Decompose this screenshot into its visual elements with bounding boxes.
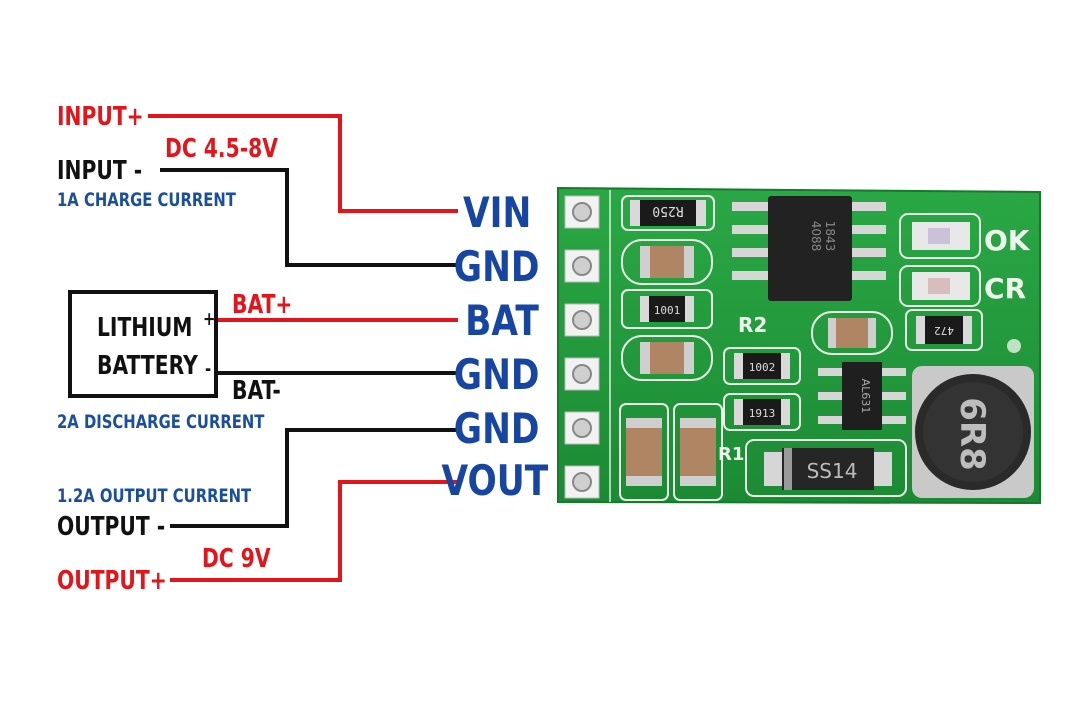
res-1002-marking: 1002 xyxy=(749,361,776,374)
bat-plus-label: BAT+ xyxy=(232,290,293,320)
r1-label: R1 xyxy=(718,444,744,465)
ic-marking: 4088 xyxy=(809,221,823,252)
al631-chip: AL631 xyxy=(818,362,906,430)
ok-label: OK xyxy=(984,224,1031,257)
r250-marking: R250 xyxy=(652,203,683,218)
output-minus-label: OUTPUT - xyxy=(57,512,166,542)
pin-label-bat: BAT xyxy=(465,296,539,345)
inductor: 6R8 xyxy=(912,366,1034,498)
res-472-marking: 472 xyxy=(934,324,954,337)
output-current-label: 1.2A OUTPUT CURRENT xyxy=(57,485,252,507)
input-minus-label: INPUT - xyxy=(57,156,143,186)
output-voltage-label: DC 9V xyxy=(202,544,271,574)
battery-plus-sign: + xyxy=(203,308,216,330)
pin-label-gnd-2: GND xyxy=(453,350,539,399)
wire-output-minus xyxy=(170,428,458,528)
charge-current-label: 1A CHARGE CURRENT xyxy=(57,189,236,211)
battery-minus-sign: - xyxy=(205,358,212,380)
wire-output-plus xyxy=(170,480,458,582)
input-voltage-label: DC 4.5-8V xyxy=(165,134,278,164)
discharge-current-label: 2A DISCHARGE CURRENT xyxy=(57,411,265,433)
ic-marking-sub: 1843 xyxy=(823,221,837,252)
battery-label-line2: BATTERY xyxy=(97,351,198,381)
pin-label-vin: VIN xyxy=(462,188,531,237)
battery-box xyxy=(68,290,218,398)
svg-text:6R8: 6R8 xyxy=(952,397,992,471)
battery-label-line1: LITHIUM xyxy=(97,313,193,343)
res-1001-marking: 1001 xyxy=(654,304,681,317)
header-pads xyxy=(564,195,600,499)
pin-label-vout: VOUT xyxy=(441,456,548,505)
pin-label-gnd-3: GND xyxy=(453,404,539,453)
bat-minus-label: BAT- xyxy=(232,376,281,406)
cr-label: CR xyxy=(984,272,1026,305)
wire-input-minus xyxy=(160,168,458,267)
input-plus-label: INPUT+ xyxy=(57,102,144,132)
res-1913-marking: 1913 xyxy=(749,407,776,420)
output-plus-label: OUTPUT+ xyxy=(57,566,167,596)
svg-text:AL631: AL631 xyxy=(859,379,872,414)
r2-label: R2 xyxy=(738,313,767,337)
wire-input-plus xyxy=(148,114,458,213)
pin-label-gnd-1: GND xyxy=(453,242,539,291)
ss14-marking: SS14 xyxy=(807,459,858,483)
main-ic: 4088 1843 xyxy=(732,196,886,301)
